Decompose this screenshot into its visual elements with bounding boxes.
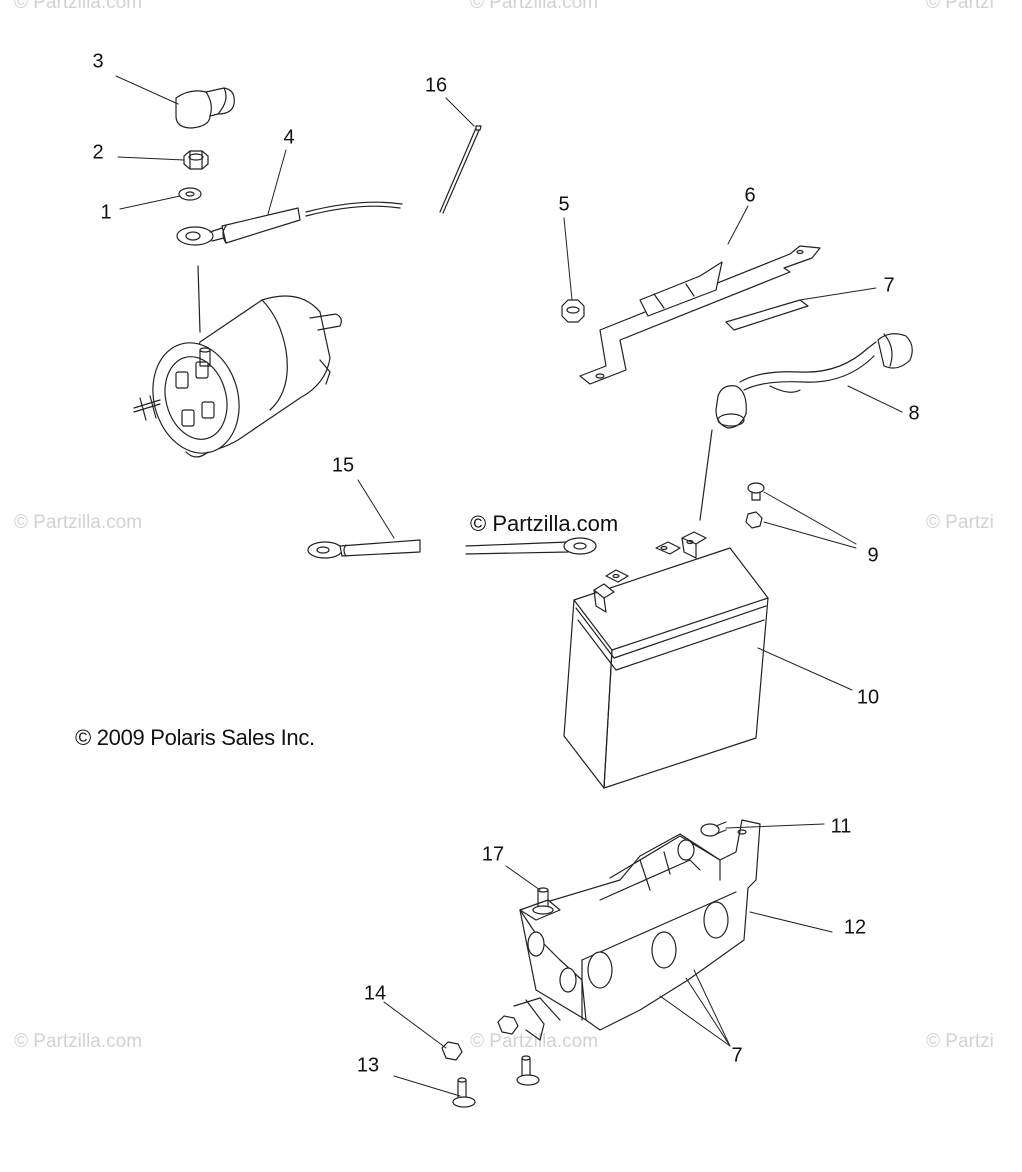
watermark-bottom-center: © Partzilla.com — [470, 1031, 599, 1052]
starter-motor — [133, 265, 342, 458]
callout-7-bottom: 7 — [731, 1044, 743, 1067]
center-watermark: © Partzilla.com — [470, 511, 619, 536]
callout-1: 1 — [100, 201, 112, 224]
callout-4: 4 — [283, 126, 295, 149]
callout-10: 10 — [856, 686, 880, 709]
callout-6: 6 — [744, 184, 756, 207]
nut-part-14 — [441, 1015, 519, 1061]
callout-9: 9 — [867, 544, 879, 567]
hold-down-bracket-part-6 — [579, 245, 821, 385]
callout-14: 14 — [363, 982, 387, 1005]
callout-12: 12 — [843, 916, 867, 939]
callout-7-top: 7 — [883, 274, 895, 297]
callout-17: 17 — [481, 843, 505, 866]
callout-15: 15 — [331, 454, 355, 477]
callout-13: 13 — [356, 1054, 380, 1077]
nut-part-2 — [183, 150, 209, 170]
watermark-mid-right: © Partzi — [926, 512, 994, 533]
callout-11: 11 — [830, 815, 852, 838]
cable-part-8 — [699, 333, 913, 521]
copyright-notice: © 2009 Polaris Sales Inc. — [75, 725, 315, 750]
terminal-boot-part-3 — [175, 87, 235, 129]
watermark-mid-left: © Partzilla.com — [14, 512, 143, 533]
watermark-top-left: © Partzilla.com — [14, 0, 143, 13]
nut-part-5 — [561, 299, 585, 323]
screw-and-nut-part-9 — [745, 482, 765, 529]
watermark-top-right: © Partzi — [926, 0, 994, 13]
washer-part-1 — [178, 187, 202, 201]
watermark-bottom-left: © Partzilla.com — [14, 1031, 143, 1052]
bolt-part-13 — [452, 1055, 540, 1108]
pad-part-7-top — [725, 299, 809, 331]
cable-part-4 — [176, 201, 403, 246]
cable-part-15 — [307, 537, 597, 559]
bolt-part-11 — [700, 821, 727, 837]
callout-2: 2 — [92, 141, 104, 164]
callout-3: 3 — [92, 50, 104, 73]
rod-part-16 — [439, 125, 482, 214]
battery-tray-part-12 — [513, 819, 761, 1041]
battery-part-10 — [563, 531, 769, 789]
callout-16: 16 — [424, 74, 448, 97]
leader-lines — [115, 75, 903, 1097]
watermark-bottom-right: © Partzi — [926, 1031, 994, 1052]
watermark-top-center: © Partzilla.com — [470, 0, 599, 13]
callout-8: 8 — [908, 402, 920, 425]
stud-part-17 — [532, 887, 554, 915]
callout-5: 5 — [558, 193, 570, 216]
